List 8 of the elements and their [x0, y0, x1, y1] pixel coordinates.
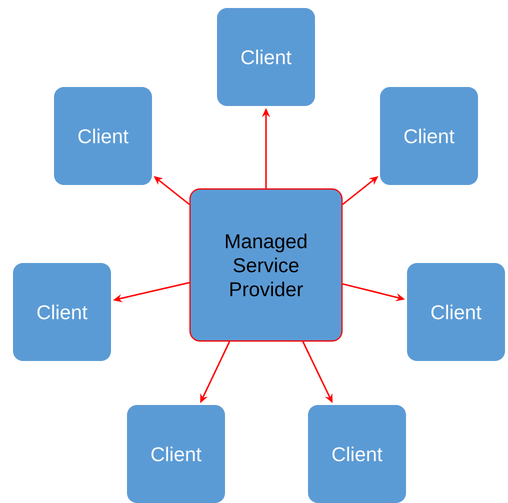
client-box: Client [13, 263, 111, 361]
client-box: Client [380, 87, 478, 185]
client-box: Client [217, 8, 315, 106]
client-box: Client [127, 405, 225, 503]
client-box: Client [308, 405, 406, 503]
provider-box: Managed Service Provider [189, 188, 343, 342]
client-box: Client [54, 87, 152, 185]
client-box: Client [407, 263, 505, 361]
